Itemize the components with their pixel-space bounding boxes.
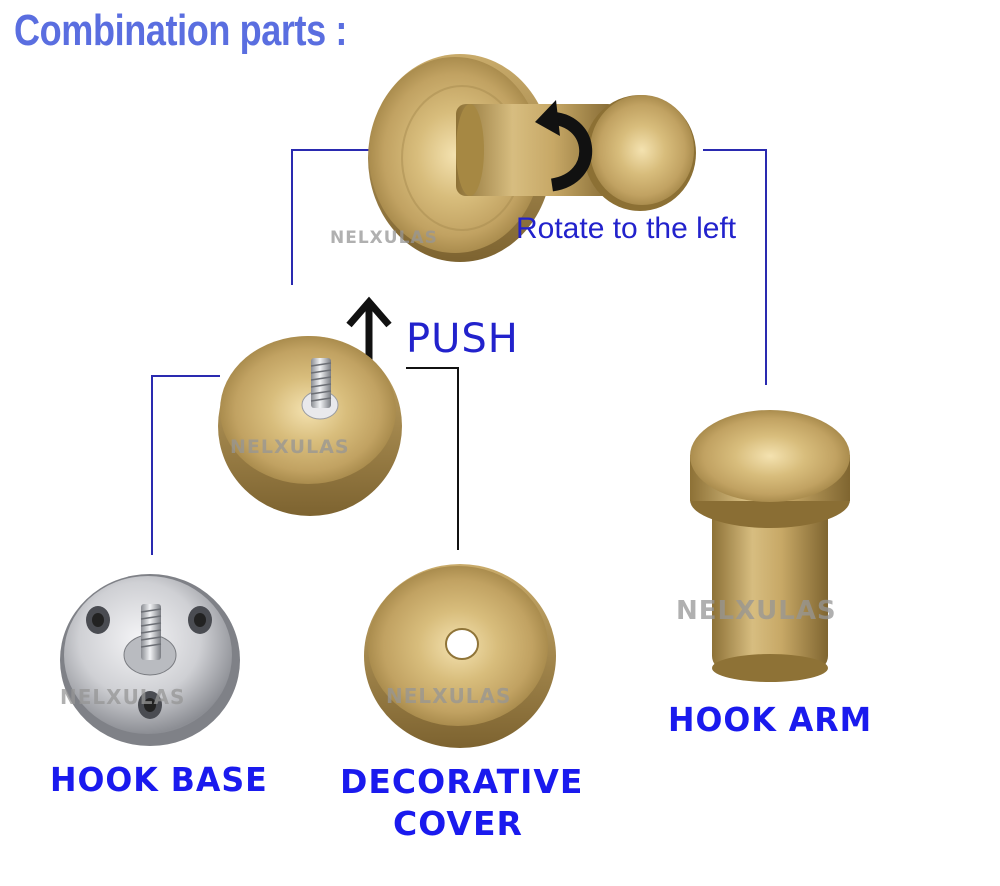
- watermark-text: NELXULAS: [230, 436, 350, 458]
- watermark-text: NELXULAS: [330, 228, 438, 248]
- watermark-text: NELXULAS: [676, 596, 837, 626]
- decorative-cover-image: [364, 564, 556, 748]
- decorative-cover-label-line1: DECORATIVE: [340, 762, 576, 801]
- push-instruction: PUSH: [406, 316, 519, 362]
- connector-base-plate-to-cover: [406, 368, 458, 550]
- hook-base-label: HOOK BASE: [50, 760, 268, 799]
- connector-assembled-to-hook-arm: [703, 150, 766, 385]
- connector-assembled-to-base-plate: [292, 150, 372, 285]
- decorative-cover-label-line2: COVER: [340, 804, 576, 843]
- hook-arm-image: [690, 410, 850, 682]
- watermark-text: NELXULAS: [386, 684, 511, 708]
- watermark-text: NELXULAS: [60, 685, 185, 709]
- page-title: Combination parts :: [14, 6, 347, 56]
- rotate-instruction: Rotate to the left: [516, 212, 736, 246]
- hook-base-image: [60, 574, 240, 746]
- connector-base-plate-to-hook-base: [152, 376, 220, 555]
- base-plate-image: [218, 336, 402, 516]
- hook-arm-label: HOOK ARM: [668, 700, 872, 739]
